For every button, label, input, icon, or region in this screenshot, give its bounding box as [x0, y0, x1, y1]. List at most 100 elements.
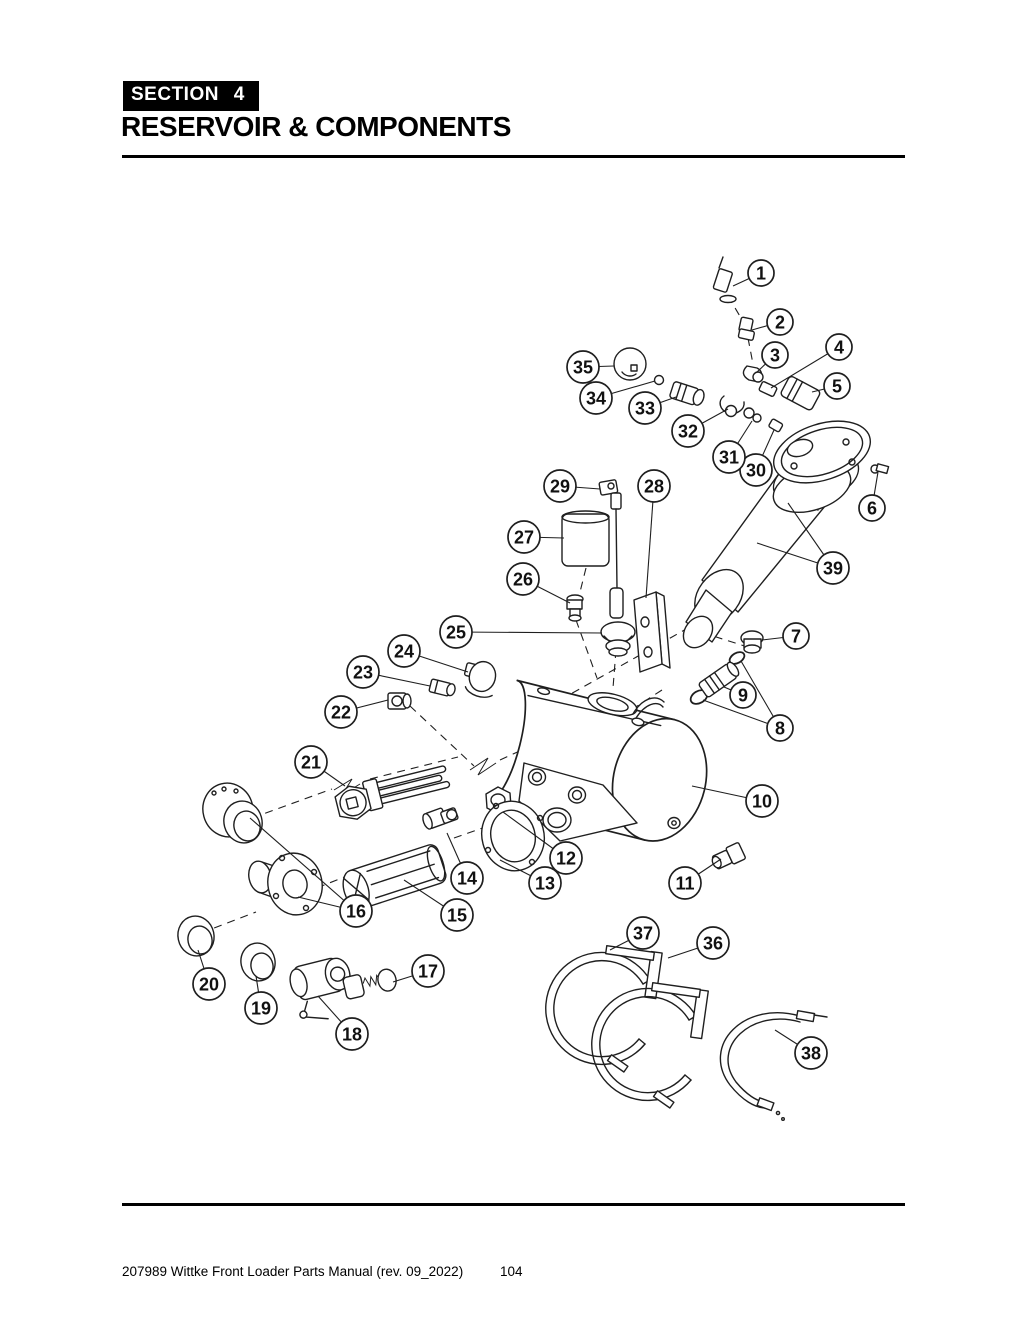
flange-screw — [870, 463, 890, 475]
callout-circle — [766, 714, 794, 742]
callout-number: 22 — [331, 702, 351, 722]
callout-8: 8 — [702, 660, 794, 742]
callout-5: 5 — [811, 372, 851, 400]
callout-circle — [712, 440, 746, 474]
callout-24: 24 — [387, 634, 469, 673]
callout-number: 14 — [457, 868, 477, 888]
callout-number: 26 — [513, 569, 533, 589]
callout-number: 17 — [418, 961, 438, 981]
callout-number: 2 — [775, 312, 785, 332]
callout-number: 8 — [775, 718, 785, 738]
callout-number: 16 — [346, 901, 366, 921]
callout-circle — [637, 469, 671, 503]
callout-28: 28 — [637, 469, 671, 599]
section-badge: SECTION 4 — [123, 81, 259, 111]
filler-cap — [600, 621, 636, 657]
callout-2: 2 — [751, 308, 794, 336]
callout-number: 19 — [251, 998, 271, 1018]
callout-21: 21 — [294, 745, 346, 787]
callout-17: 17 — [392, 954, 445, 988]
callout-leader-line — [249, 817, 357, 912]
callout-9: 9 — [723, 681, 757, 709]
weld-cap-assembly — [202, 782, 263, 844]
callout-number: 12 — [556, 848, 576, 868]
callout-number: 24 — [394, 641, 414, 661]
filter-cartridge — [561, 510, 610, 567]
tank-strap-front — [591, 981, 709, 1109]
header-rule — [122, 155, 905, 158]
callout-19: 19 — [244, 975, 278, 1025]
callout-circle — [335, 1017, 369, 1051]
callout-16: 16 — [249, 817, 373, 928]
callout-number: 31 — [719, 447, 739, 467]
callout-circle — [782, 622, 810, 650]
footer-page-number: 104 — [500, 1264, 523, 1279]
mounting-block — [633, 591, 671, 673]
callout-number: 5 — [832, 376, 842, 396]
callout-circle — [766, 308, 794, 336]
callout-circle — [671, 414, 705, 448]
sight-gauge-parts — [689, 630, 764, 705]
callout-number: 35 — [573, 357, 593, 377]
callout-circle — [816, 551, 850, 585]
grommet-small — [240, 942, 276, 982]
callout-number: 6 — [867, 498, 877, 518]
plug-and-spring — [342, 968, 397, 1000]
callout-27: 27 — [507, 520, 565, 554]
ball-valve — [289, 957, 351, 1020]
tank-strap-rear — [545, 944, 663, 1073]
callout-31: 31 — [712, 420, 753, 474]
callout-circle — [858, 494, 886, 522]
callout-number: 27 — [514, 527, 534, 547]
callout-number: 10 — [752, 791, 772, 811]
callout-circle — [626, 916, 660, 950]
callout-30: 30 — [739, 429, 775, 487]
callout-number: 34 — [586, 388, 606, 408]
dipstick-assembly — [598, 479, 624, 619]
callout-circle — [387, 634, 421, 668]
callout-number: 9 — [738, 685, 748, 705]
callout-number: 36 — [703, 933, 723, 953]
callout-circle — [668, 866, 702, 900]
callout-38: 38 — [774, 1029, 828, 1070]
callout-circle — [729, 681, 757, 709]
callout-number: 7 — [791, 626, 801, 646]
callout-number: 3 — [770, 345, 780, 365]
callout-circle — [747, 259, 775, 287]
callout-number: 21 — [301, 752, 321, 772]
callout-number: 38 — [801, 1043, 821, 1063]
port-flange-gasket — [481, 800, 545, 872]
grommet-large — [177, 915, 215, 957]
callout-circle — [244, 991, 278, 1025]
footer-rule — [122, 1203, 905, 1206]
callout-11: 11 — [668, 858, 722, 900]
callout-leader-line — [455, 631, 603, 634]
callout-circle — [794, 1036, 828, 1070]
callout-circle — [566, 350, 600, 384]
callout-number: 32 — [678, 421, 698, 441]
callout-number: 28 — [644, 476, 664, 496]
callout-number: 20 — [199, 974, 219, 994]
callout-circle — [549, 841, 583, 875]
callout-number: 1 — [756, 263, 766, 283]
callout-circle — [192, 967, 226, 1001]
callout-circle — [507, 520, 541, 554]
callout-circle — [579, 381, 613, 415]
callout-34: 34 — [579, 380, 656, 415]
fittings-cluster — [387, 660, 497, 710]
callout-4: 4 — [770, 333, 853, 389]
callout-circle — [450, 861, 484, 895]
weld-flange-tube — [248, 852, 323, 916]
callout-33: 33 — [628, 391, 677, 425]
dashed-assembly-lines — [187, 295, 755, 939]
callout-circle — [761, 341, 789, 369]
callout-20: 20 — [192, 949, 226, 1001]
callout-number: 25 — [446, 622, 466, 642]
callout-26: 26 — [506, 562, 571, 604]
callout-number: 13 — [535, 873, 555, 893]
callout-6: 6 — [858, 471, 886, 522]
callout-number: 18 — [342, 1024, 362, 1044]
